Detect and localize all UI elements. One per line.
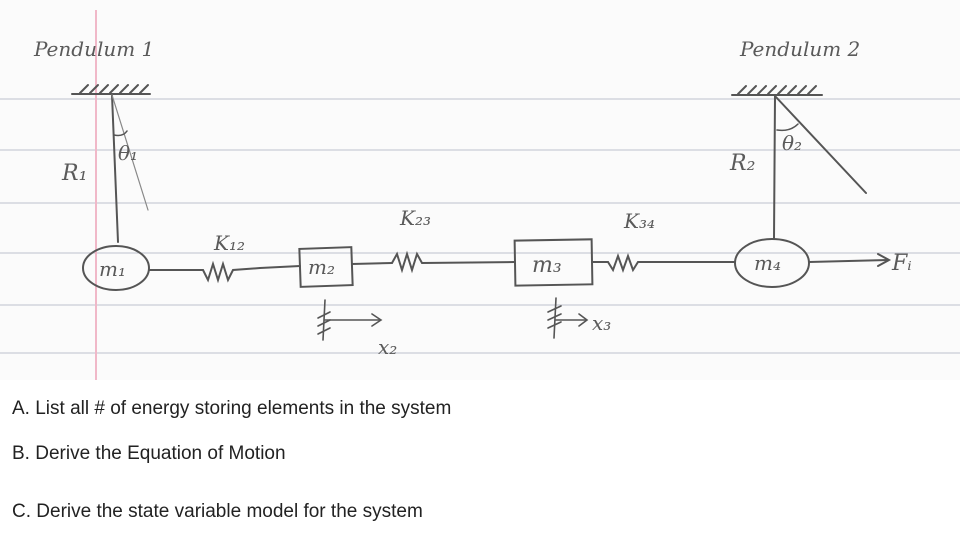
theta2-label: θ₂ — [782, 131, 802, 155]
mass-m4 — [734, 238, 810, 288]
r1-label: R₁ — [61, 161, 87, 186]
x3-reference-arrow — [547, 297, 589, 339]
m2-label: m₂ — [308, 255, 335, 279]
ceiling-1-hatch — [71, 84, 151, 95]
question-b: B. Derive the Equation of Motion — [12, 443, 286, 464]
question-c: C. Derive the state variable model for t… — [12, 501, 423, 522]
pendulum-2-swing — [774, 95, 867, 194]
pendulum-1-rod — [111, 94, 119, 243]
m4-label: m₄ — [754, 251, 781, 275]
theta1-label: θ₁ — [118, 141, 138, 165]
pendulum-1-reference — [111, 94, 149, 211]
x2-label: x₂ — [378, 335, 397, 359]
question-a: A. List all # of energy storing elements… — [12, 398, 452, 419]
theta-2-arc — [776, 123, 799, 132]
k34-label: K₃₄ — [623, 209, 655, 233]
x3-label: x₃ — [592, 311, 611, 335]
ruled-lines — [0, 98, 960, 354]
pendulum-2-rod — [773, 95, 776, 240]
notebook-paper — [0, 0, 960, 380]
spring-k34 — [607, 253, 736, 273]
m1-label: m₁ — [99, 257, 126, 281]
r2-label: R₂ — [729, 151, 755, 176]
k23-label: K₂₃ — [399, 206, 431, 230]
mass-m2 — [298, 246, 354, 288]
theta-1-arc — [113, 130, 128, 137]
force-label: Fᵢ — [891, 251, 912, 276]
ceiling-2-hatch — [731, 85, 823, 96]
mechanical-system-sketch: Pendulum 1 Pendulum 2 R₁ θ₁ R₂ θ₂ m₁ m₂ … — [0, 10, 960, 380]
k12-label: K₁₂ — [213, 231, 245, 255]
mass-m1 — [82, 245, 150, 291]
pendulum-2-label: Pendulum 2 — [739, 37, 860, 61]
force-arrow — [808, 253, 892, 267]
spring-k23 — [391, 250, 516, 274]
spring-k12 — [202, 260, 261, 284]
m3-label: m₃ — [532, 253, 562, 278]
pendulum-1-label: Pendulum 1 — [33, 37, 154, 61]
x2-reference-arrow — [317, 299, 383, 341]
